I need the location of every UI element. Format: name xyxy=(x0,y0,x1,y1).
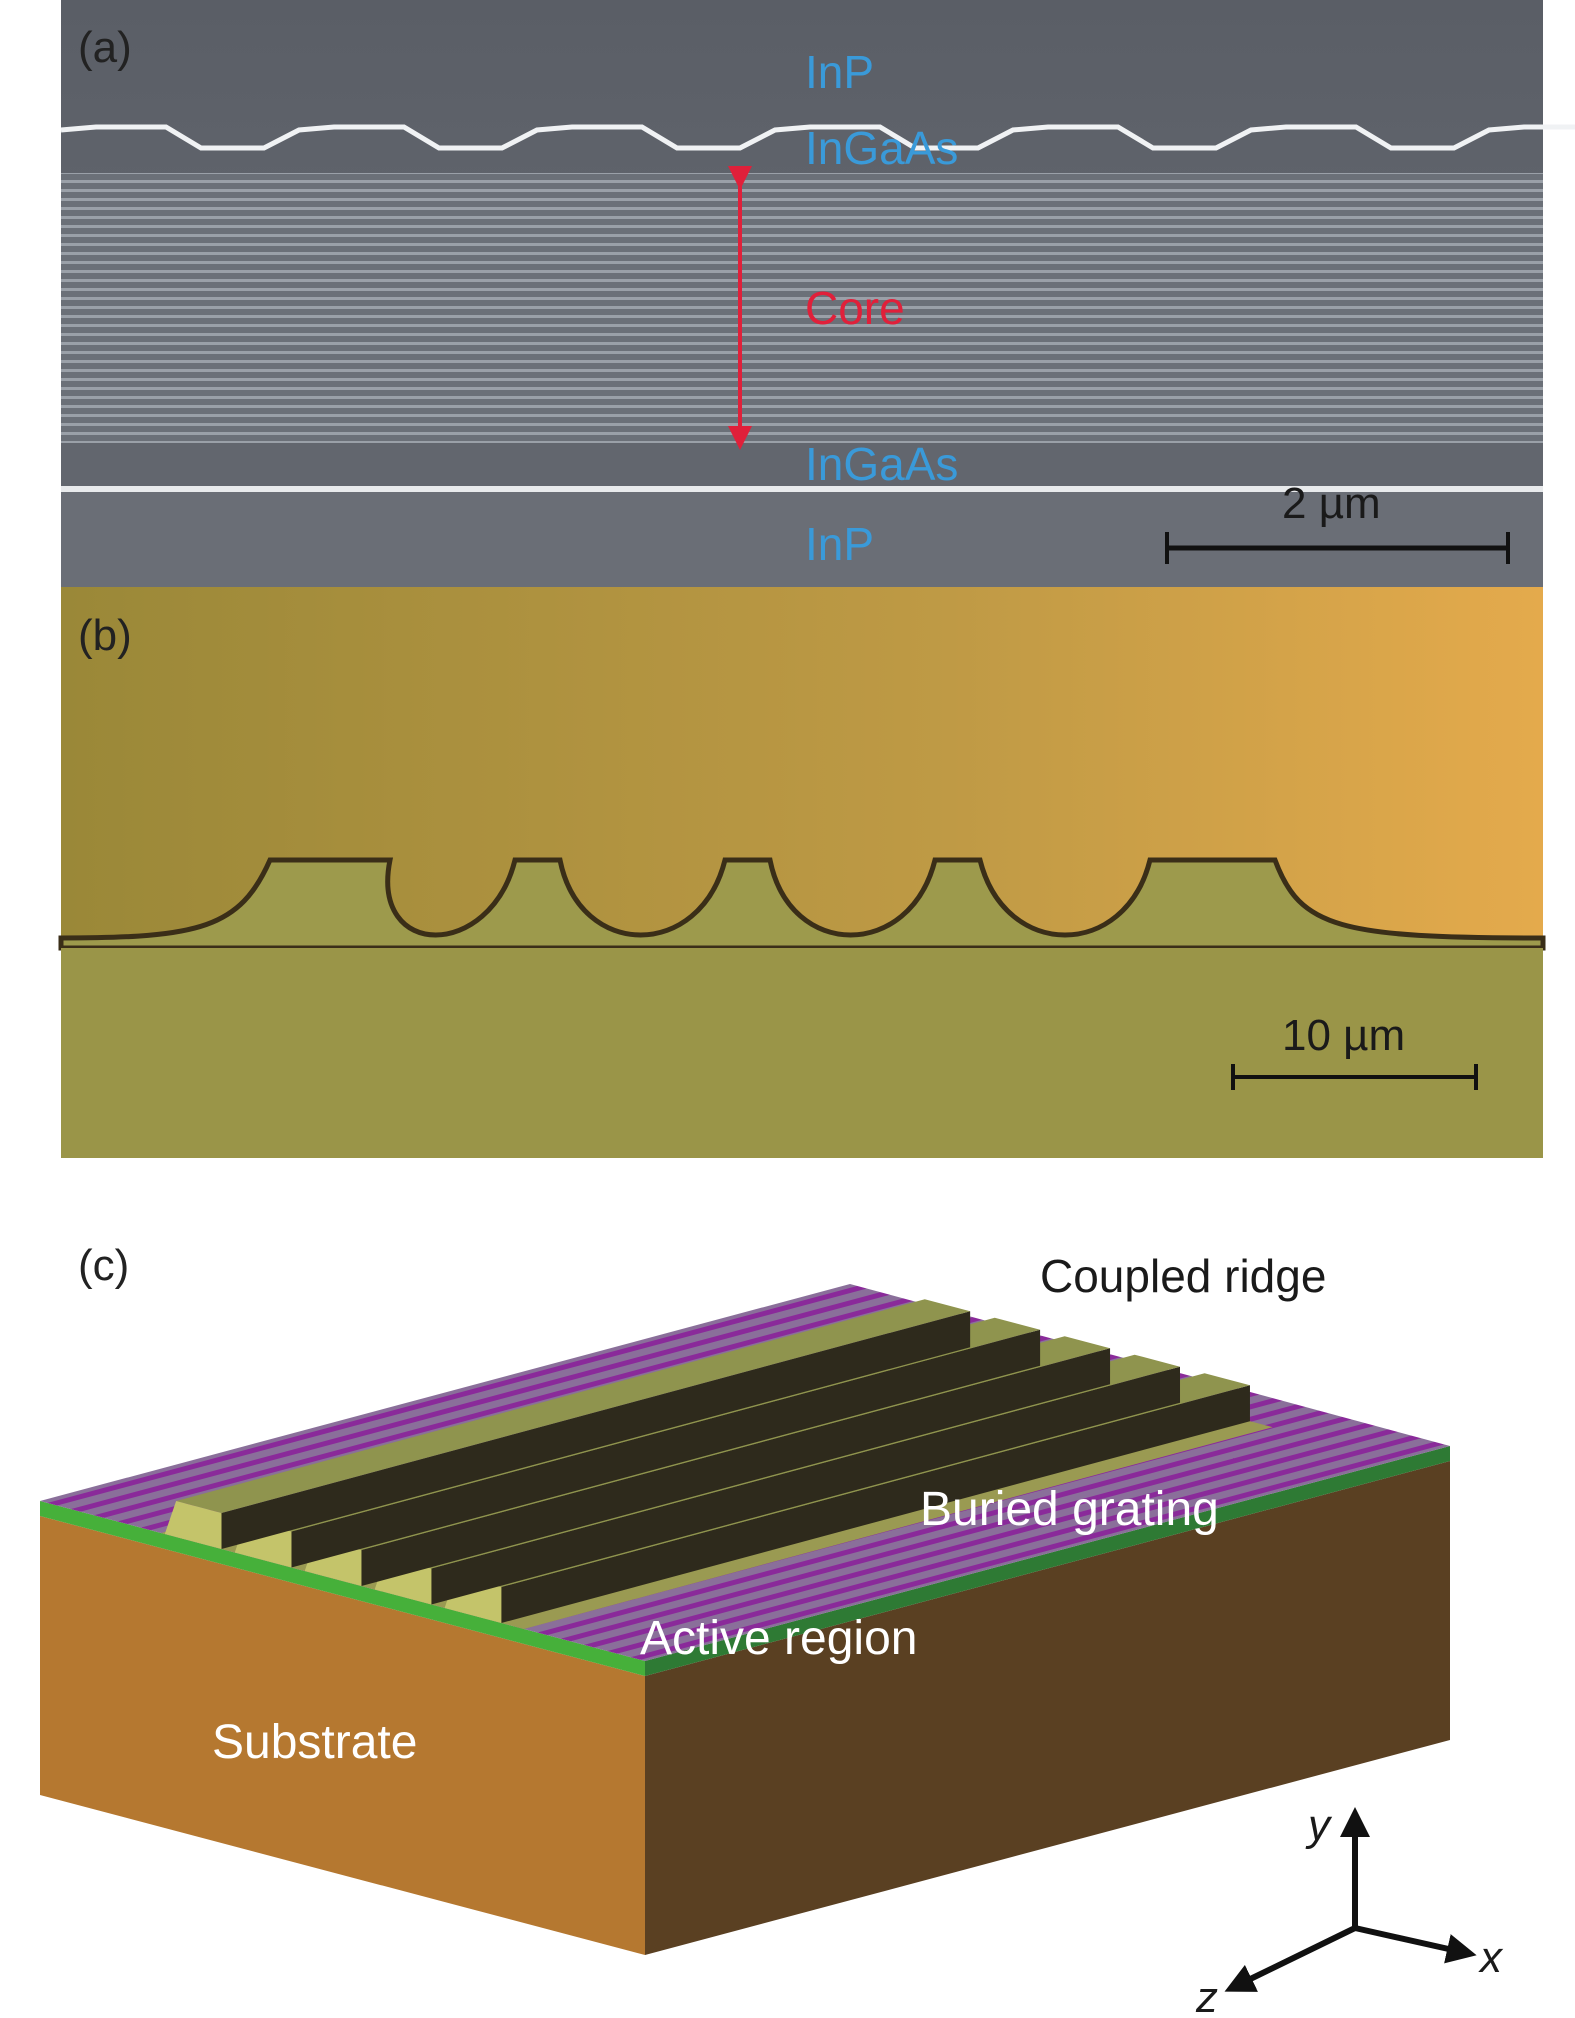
label-core: Core xyxy=(805,282,905,334)
ridge-front-face xyxy=(164,1501,222,1549)
label-coupled-ridge: Coupled ridge xyxy=(1040,1250,1326,1302)
scale-bar-b-label: 10 µm xyxy=(1282,1011,1405,1060)
ridge-side-shadow xyxy=(361,1348,1111,1586)
panel-label-c: (c) xyxy=(78,1241,129,1290)
lower-interface-line xyxy=(61,486,1543,492)
label-active-region: Active region xyxy=(640,1612,917,1665)
active-layer-side xyxy=(645,1446,1450,1676)
substrate-side-face xyxy=(645,1461,1450,1955)
axes-triad: y x z xyxy=(1195,1801,1504,2018)
panel-b-optical-image: (b) 10 µm xyxy=(58,587,1546,1158)
label-ingaas-bottom: InGaAs xyxy=(805,438,958,490)
label-ingaas-top: InGaAs xyxy=(805,122,958,174)
label-inp-top: InP xyxy=(805,46,874,98)
panel-label-a: (a) xyxy=(78,23,132,72)
panel-a-sem-image: (a) InP InGaAs Core InGaAs InP 2 µm xyxy=(60,0,1575,587)
z-axis-label: z xyxy=(1195,1973,1218,2018)
ridge-top xyxy=(176,1299,971,1513)
grating-interface-line xyxy=(60,124,1575,151)
x-axis-arrow xyxy=(1354,1925,1477,1964)
ridge-side-shadow xyxy=(501,1385,1250,1623)
y-axis-label: y xyxy=(1305,1801,1333,1850)
active-layer-front xyxy=(40,1501,645,1676)
z-axis-arrow xyxy=(1224,1925,1357,1992)
coupled-ridge-profile xyxy=(58,857,1546,951)
label-buried-grating: Buried grating xyxy=(920,1483,1219,1536)
ridge-side-shadow xyxy=(221,1311,971,1549)
substrate-front-face xyxy=(40,1516,645,1955)
ridge-side-shadow xyxy=(291,1329,1041,1568)
panel-label-b: (b) xyxy=(78,611,132,660)
core-layers xyxy=(61,173,1543,443)
label-inp-bottom: InP xyxy=(805,518,874,570)
ridge-side-shadow xyxy=(431,1366,1181,1605)
x-axis-label: x xyxy=(1478,1933,1504,1982)
coupled-ridges xyxy=(161,1299,1273,1629)
label-substrate: Substrate xyxy=(212,1716,417,1769)
scale-bar-a-label: 2 µm xyxy=(1282,479,1381,528)
panel-c-schematic: (c) Coupled ridge Buried grating Active … xyxy=(40,1241,1504,2018)
